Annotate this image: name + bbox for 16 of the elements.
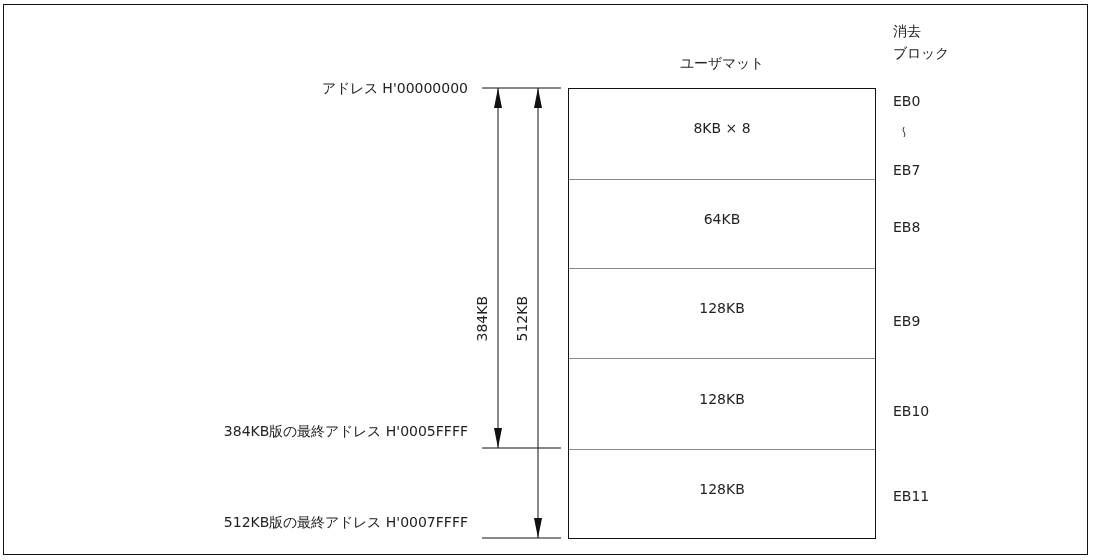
block-label: EB8 xyxy=(893,219,921,236)
column-heading: 消去ブロック xyxy=(893,22,950,63)
address-label: 384KB版の最終アドレス H'0005FFFF xyxy=(223,423,468,440)
block-label: EB9 xyxy=(893,313,921,330)
block-size: 128KB xyxy=(699,300,745,318)
block-label: EB0 xyxy=(893,93,921,110)
block-label: EB7 xyxy=(893,162,921,179)
block-size: 128KB xyxy=(699,481,745,499)
address-label: 512KB版の最終アドレス H'0007FFFF xyxy=(223,514,468,531)
block-size: 8KB × 8 xyxy=(693,120,751,138)
column-heading: ユーザマット xyxy=(679,55,765,72)
block-label: EB10 xyxy=(893,403,930,420)
block-size: 128KB xyxy=(699,391,745,409)
block-label: EB11 xyxy=(893,488,930,505)
block-size: 64KB xyxy=(703,211,741,229)
address-label: アドレス H'00000000 xyxy=(321,80,468,97)
